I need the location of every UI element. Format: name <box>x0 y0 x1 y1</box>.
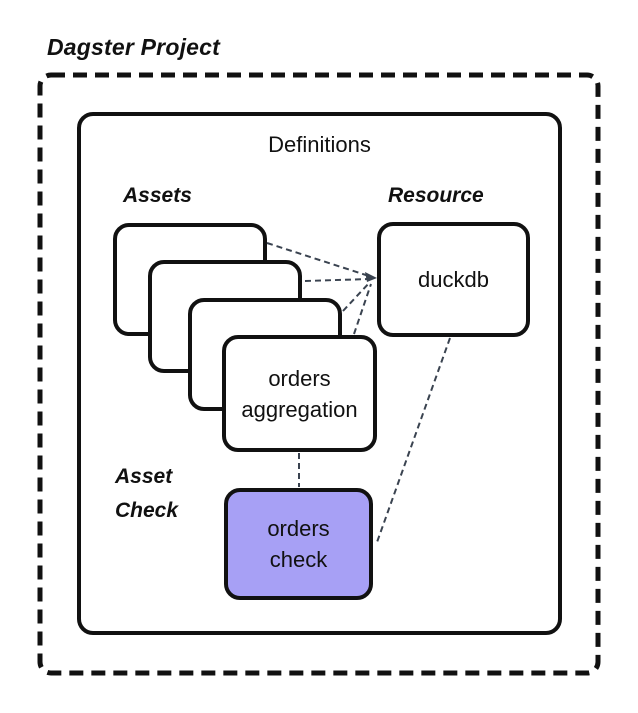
asset-check-card-orders-check: orders check <box>224 488 373 600</box>
asset-check-group-label: Asset Check <box>115 460 178 528</box>
asset-check-group-label-line1: Asset <box>115 465 173 488</box>
asset-card-label-line1: orders <box>268 365 331 391</box>
project-title: Dagster Project <box>47 34 221 60</box>
asset-check-card-label-line1: orders <box>267 516 330 541</box>
asset-check-group-label-line2: Check <box>115 499 179 522</box>
resource-group-label: Resource <box>388 184 484 207</box>
asset-check-card-label-line2: check <box>269 547 328 572</box>
resource-card-duckdb: duckdb <box>377 222 530 337</box>
resource-card-label: duckdb <box>418 267 489 292</box>
asset-card-label-line2: aggregation <box>241 396 358 422</box>
asset-card-orders-aggregation: orders aggregation <box>222 335 377 452</box>
assets-group-label: Assets <box>123 184 192 207</box>
definitions-label: Definitions <box>268 132 371 157</box>
